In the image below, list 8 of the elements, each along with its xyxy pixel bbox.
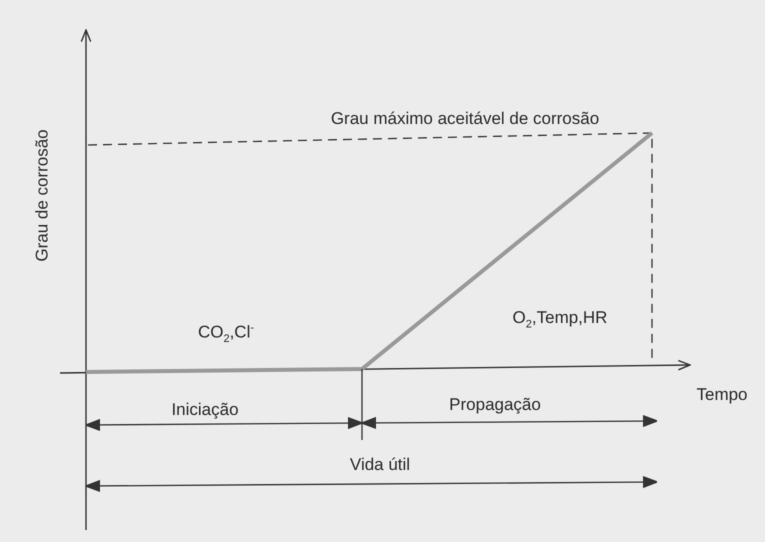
axis-title: Grau de corrosão (34, 128, 50, 262)
axis-title: Tempo (696, 386, 748, 402)
agent-label: CO$_{2}$,Cl$^{-}$ (198, 322, 254, 346)
phase-label: Iniciação (171, 400, 239, 418)
limit-label: Grau máximo aceitável de corrosão (330, 110, 600, 126)
phase-label: Propagação (449, 396, 541, 412)
phase-label: Vida útil (350, 456, 410, 472)
agent-label: O$_{2}$,Temp,HR (512, 309, 608, 331)
